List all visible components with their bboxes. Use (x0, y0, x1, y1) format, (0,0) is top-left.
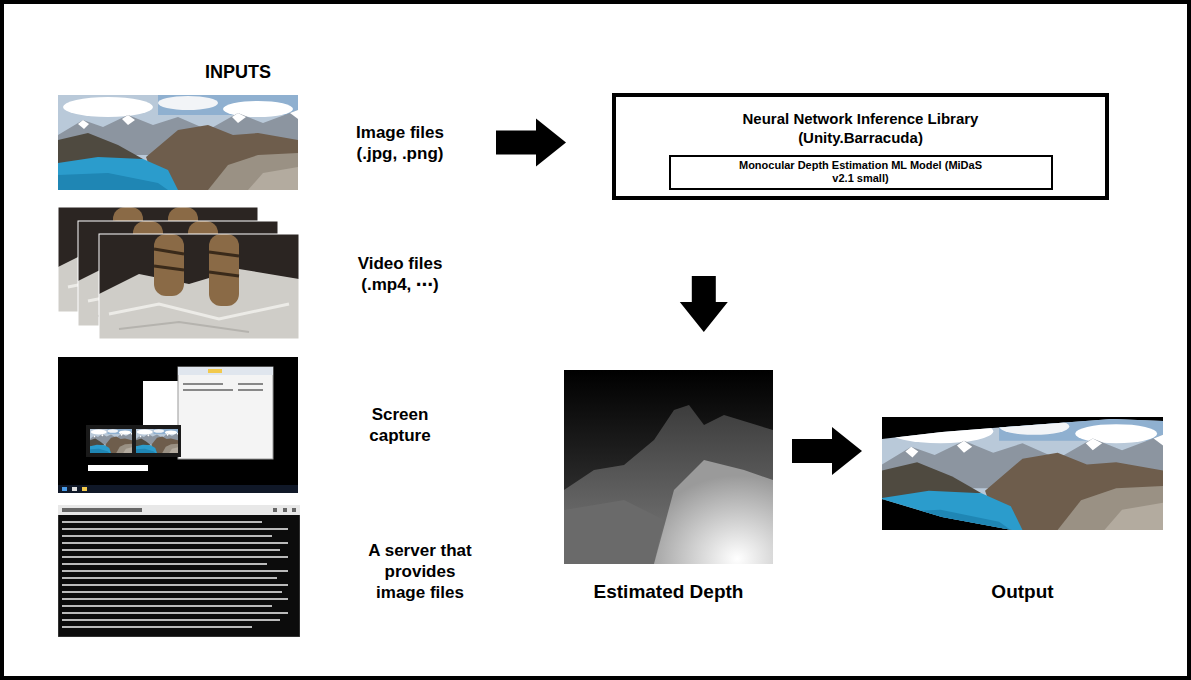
video-frames (58, 207, 300, 340)
block-arrow (792, 427, 862, 475)
input-item: Image files (.jpg, .png) (58, 95, 459, 190)
depth-map (564, 370, 773, 564)
terminal-window (58, 505, 300, 637)
node-text: Video files (.mp4, ⋯) (341, 253, 459, 295)
section-heading: INPUTS (205, 62, 271, 83)
image-node: Output (882, 417, 1163, 603)
node-text: A server that provides image files (361, 540, 479, 603)
library-box: Neural Network Inference Library (Unity.… (612, 93, 1109, 200)
block-arrow (496, 119, 566, 167)
input-item: Screen capture (58, 357, 459, 493)
screen-capture (58, 357, 298, 493)
node-text: Image files (.jpg, .png) (341, 122, 459, 164)
image-node: Estimated Depth (564, 370, 773, 603)
input-item: A server that provides image files (58, 505, 479, 637)
landscape-photo (58, 95, 298, 190)
node-text: Output (882, 417, 1163, 603)
node-text: Screen capture (341, 404, 459, 446)
model-box: Monocular Depth Estimation ML Model (MiD… (669, 155, 1053, 190)
input-item: Video files (.mp4, ⋯) (58, 207, 459, 340)
node-text: Neural Network Inference Library (Unity.… (691, 109, 1031, 147)
node-text: Monocular Depth Estimation ML Model (MiD… (731, 159, 991, 185)
block-arrow (680, 276, 728, 332)
output-render (882, 417, 1163, 530)
node-text: Estimated Depth (564, 370, 773, 603)
